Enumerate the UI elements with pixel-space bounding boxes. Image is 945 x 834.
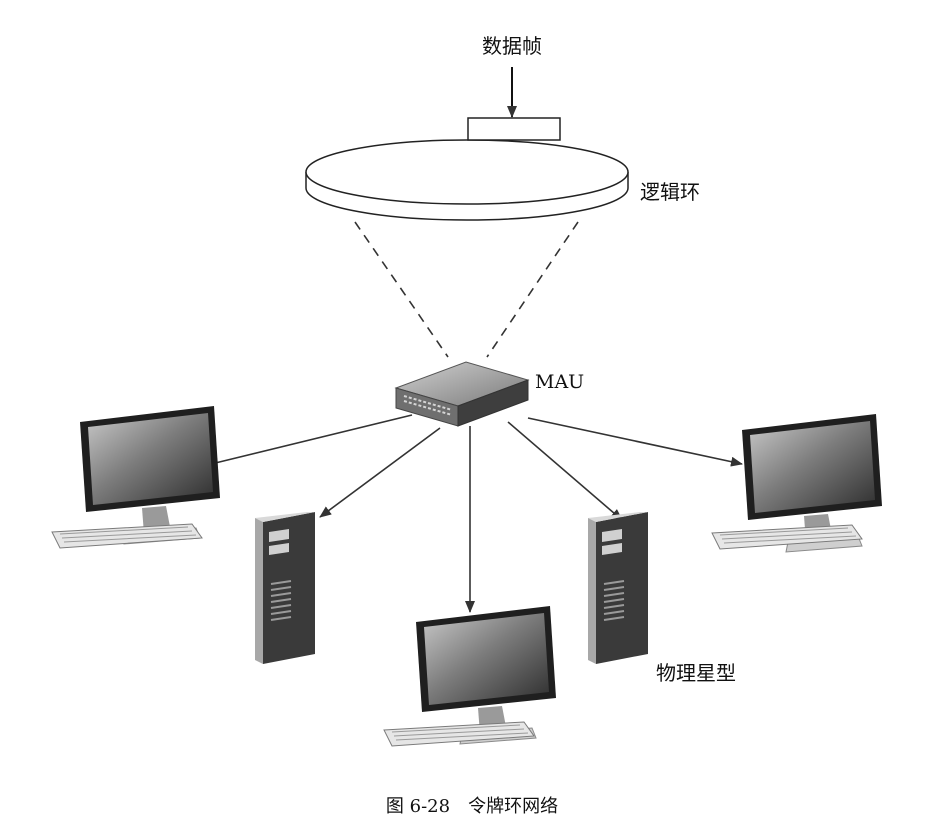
keyboard-icon <box>51 523 203 549</box>
data-frame-box <box>467 117 561 141</box>
link-right-monitor <box>527 417 743 467</box>
computer-center <box>383 605 557 747</box>
physical-star-label: 物理星型 <box>656 661 736 685</box>
switch-icon <box>394 361 530 427</box>
tower-icon <box>254 511 316 665</box>
link-right-tower <box>507 421 623 521</box>
star-links <box>202 414 743 613</box>
link-left-monitor <box>202 414 413 469</box>
link-left-tower <box>319 427 441 518</box>
projection-line-right <box>486 221 579 358</box>
logical-ring <box>305 139 629 221</box>
tower-icon <box>587 511 649 665</box>
data-frame-label: 数据帧 <box>482 34 542 58</box>
computer-right <box>711 413 883 553</box>
logical-ring-label: 逻辑环 <box>640 180 700 204</box>
monitor-icon <box>415 605 557 745</box>
figure-caption: 图 6-28 令牌环网络 <box>386 796 558 817</box>
computer-left <box>51 405 221 549</box>
monitor-icon <box>79 405 221 545</box>
keyboard-icon <box>383 721 535 747</box>
projection-line-left <box>354 221 449 358</box>
mau-label: MAU <box>535 371 584 393</box>
